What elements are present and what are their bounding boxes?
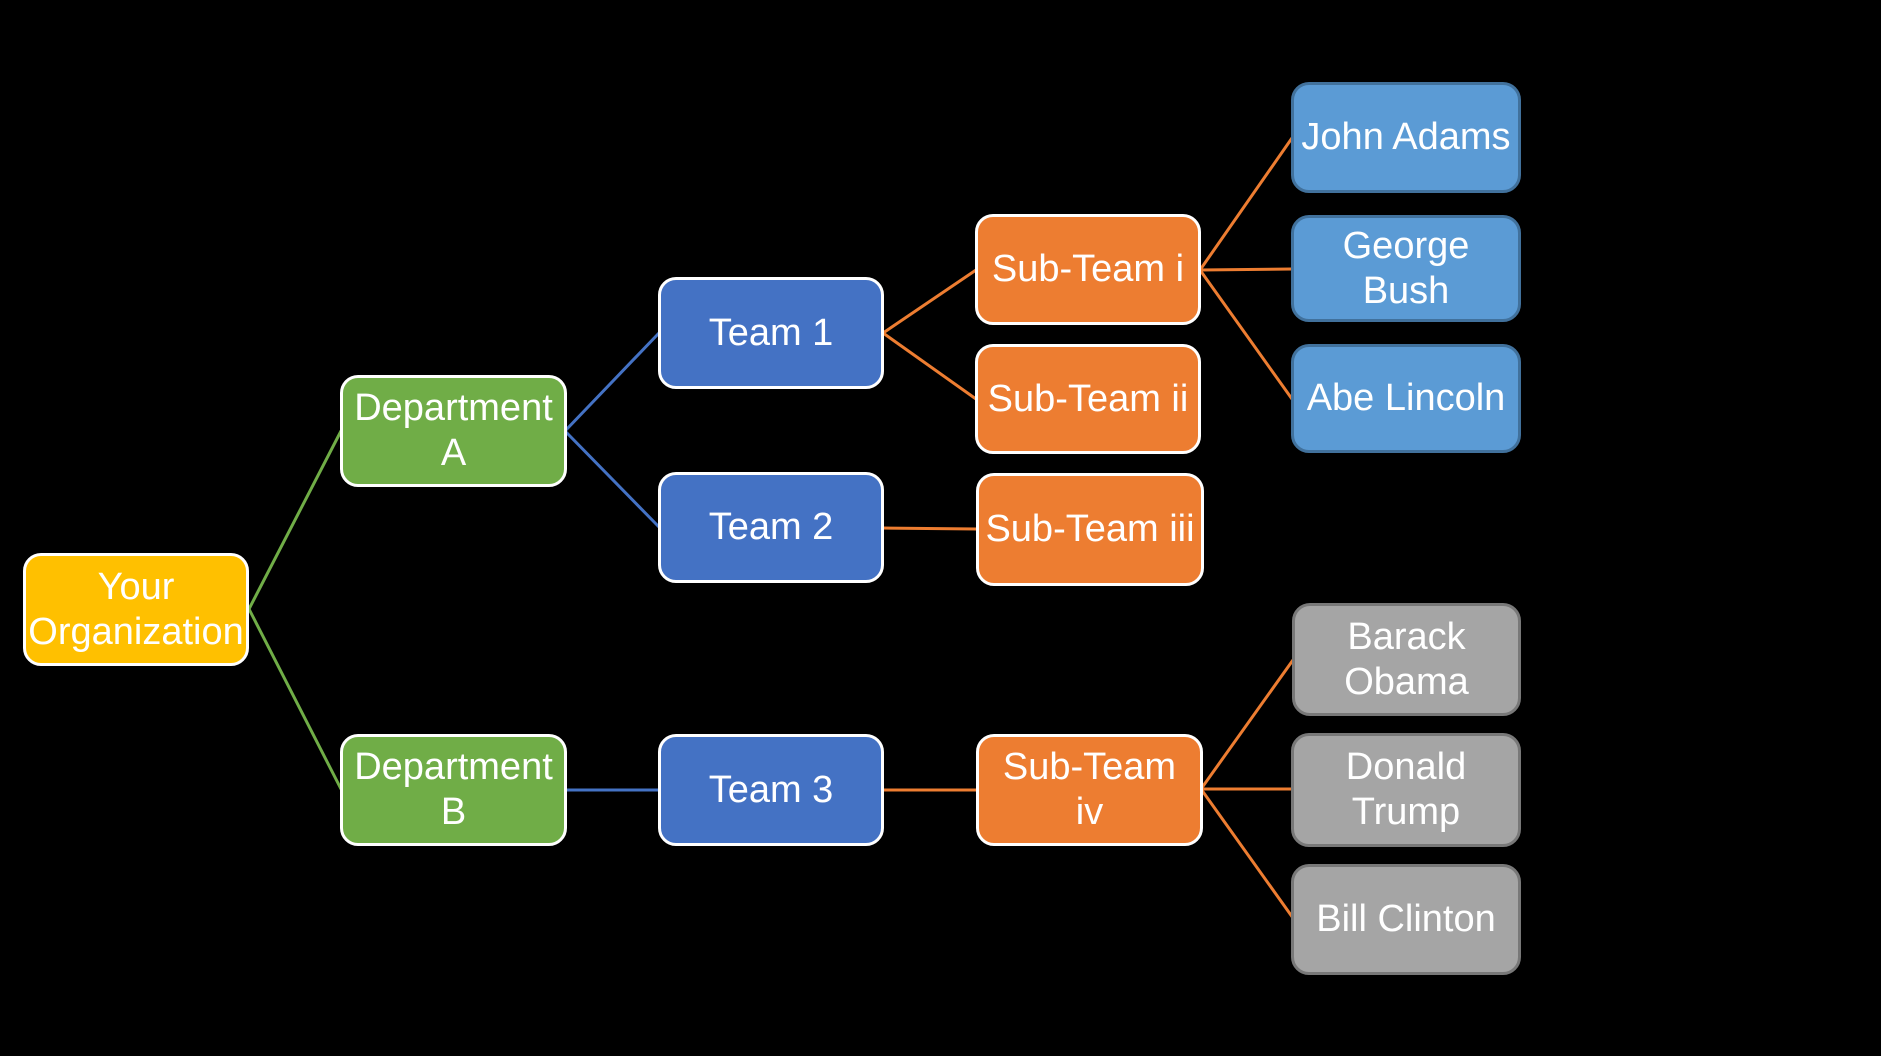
node-bill-clinton-label: Bill Clinton — [1316, 898, 1496, 941]
node-john-adams[interactable]: John Adams — [1291, 82, 1521, 193]
node-abe-lincoln-label: Abe Lincoln — [1306, 377, 1506, 420]
node-department-a-label: Department A — [354, 387, 553, 474]
node-bill-clinton[interactable]: Bill Clinton — [1291, 864, 1521, 975]
connector-team-2-subteam-iii — [881, 526, 979, 531]
connector-dept-a-team-1 — [563, 331, 661, 433]
connector-team-1-subteam-ii — [881, 331, 978, 401]
node-team-1[interactable]: Team 1 — [658, 277, 884, 389]
node-donald-trump-label: Donald Trump — [1345, 746, 1467, 833]
node-team-2[interactable]: Team 2 — [658, 472, 884, 583]
connector-subteam-iv-bill-clinton — [1199, 787, 1295, 920]
node-abe-lincoln[interactable]: Abe Lincoln — [1291, 344, 1521, 453]
connector-subteam-i-abe-lincoln — [1198, 268, 1294, 401]
node-team-2-label: Team 2 — [708, 506, 834, 549]
node-george-bush[interactable]: George Bush — [1291, 215, 1521, 322]
node-sub-team-iv[interactable]: Sub-Team iv — [976, 734, 1203, 846]
node-sub-team-i-label: Sub-Team i — [991, 248, 1185, 291]
node-team-3-label: Team 3 — [708, 768, 834, 811]
node-department-a[interactable]: Department A — [340, 375, 567, 487]
connector-subteam-i-george-bush — [1198, 267, 1294, 272]
connector-org-dept-b — [247, 607, 343, 791]
node-department-b[interactable]: Department B — [340, 734, 567, 846]
node-john-adams-label: John Adams — [1301, 116, 1511, 159]
node-barack-obama[interactable]: Barack Obama — [1292, 603, 1521, 716]
node-sub-team-ii[interactable]: Sub-Team ii — [975, 344, 1201, 454]
connector-subteam-iv-barack-obama — [1199, 658, 1295, 791]
node-sub-team-iii[interactable]: Sub-Team iii — [976, 473, 1204, 586]
node-department-b-label: Department B — [354, 746, 553, 833]
node-team-1-label: Team 1 — [708, 311, 834, 354]
connector-org-dept-a — [247, 429, 343, 611]
node-donald-trump[interactable]: Donald Trump — [1291, 733, 1521, 847]
node-your-organization[interactable]: Your Organization — [23, 553, 249, 666]
node-sub-team-ii-label: Sub-Team ii — [987, 377, 1189, 420]
connector-dept-a-team-2 — [563, 429, 661, 529]
node-george-bush-label: George Bush — [1342, 224, 1470, 312]
node-your-organization-label: Your Organization — [28, 565, 244, 653]
connector-subteam-i-john-adams — [1198, 136, 1294, 272]
node-barack-obama-label: Barack Obama — [1344, 615, 1469, 703]
node-sub-team-i[interactable]: Sub-Team i — [975, 214, 1201, 325]
node-team-3[interactable]: Team 3 — [658, 734, 884, 846]
connector-team-1-subteam-i — [881, 268, 978, 335]
node-sub-team-iii-label: Sub-Team iii — [985, 508, 1195, 551]
node-sub-team-iv-label: Sub-Team iv — [1002, 746, 1177, 833]
